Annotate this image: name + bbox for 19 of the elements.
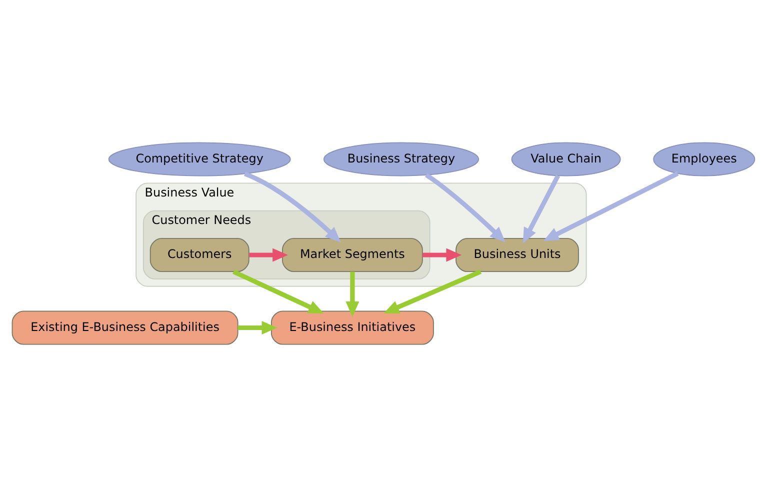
arrow xyxy=(384,269,482,313)
arrow xyxy=(543,170,679,240)
node-ellipse: Employees xyxy=(653,142,756,176)
node-box: Customers xyxy=(150,237,250,272)
arrow xyxy=(249,248,288,262)
arrow xyxy=(238,320,278,334)
node-ellipse: Value Chain xyxy=(511,142,621,176)
arrow xyxy=(346,271,360,316)
node-box: Business Units xyxy=(456,237,579,272)
node-ellipse: Business Strategy xyxy=(323,142,480,176)
arrow xyxy=(422,248,462,262)
node-box: Market Segments xyxy=(282,237,423,272)
arrow xyxy=(232,269,324,314)
node-box: E-Business Initiatives xyxy=(270,310,434,344)
arrow xyxy=(424,172,506,242)
node-ellipse: Competitive Strategy xyxy=(108,142,291,176)
arrow xyxy=(244,171,341,242)
arrow xyxy=(522,174,560,243)
node-box: Existing E-Business Capabilities xyxy=(12,310,238,344)
